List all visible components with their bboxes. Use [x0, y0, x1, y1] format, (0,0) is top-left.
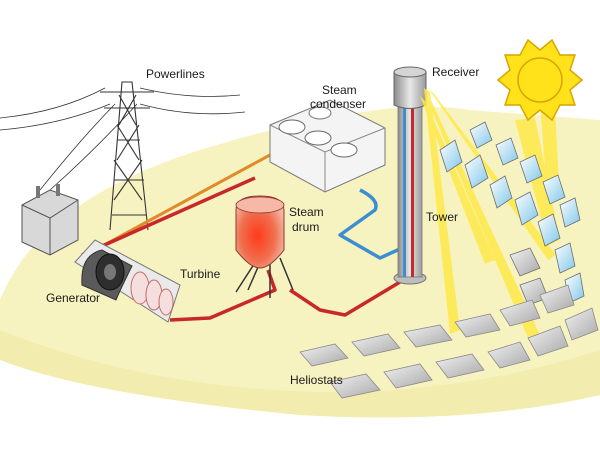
power-wires: [0, 87, 246, 191]
ground-shadow: [0, 330, 600, 418]
sun-icon: [496, 38, 584, 122]
turbine-blades: [130, 271, 174, 316]
label-generator: Generator: [46, 291, 100, 305]
label-steam-drum-2: drum: [292, 220, 319, 234]
generator-turbine: [74, 239, 181, 323]
label-steam-condenser-1: Steam: [322, 83, 357, 97]
transmission-tower: [100, 81, 154, 231]
heliostats-field: [299, 284, 599, 399]
label-steam-drum-1: Steam: [289, 205, 324, 219]
label-receiver: Receiver: [432, 65, 479, 79]
steam-condenser: [269, 99, 386, 193]
label-tower: Tower: [426, 210, 458, 224]
transformer: [21, 184, 79, 256]
steam-drum: [235, 195, 294, 298]
solar-tower: [393, 66, 427, 285]
power-line-to-condenser: [94, 153, 271, 252]
label-steam-condenser-2: condenser: [310, 97, 366, 111]
label-powerlines: Powerlines: [146, 67, 205, 81]
heliostats-arc: [439, 121, 585, 306]
label-turbine: Turbine: [180, 267, 221, 281]
steam-pipes-cold: [338, 188, 403, 260]
label-heliostats: Heliostats: [290, 373, 343, 387]
